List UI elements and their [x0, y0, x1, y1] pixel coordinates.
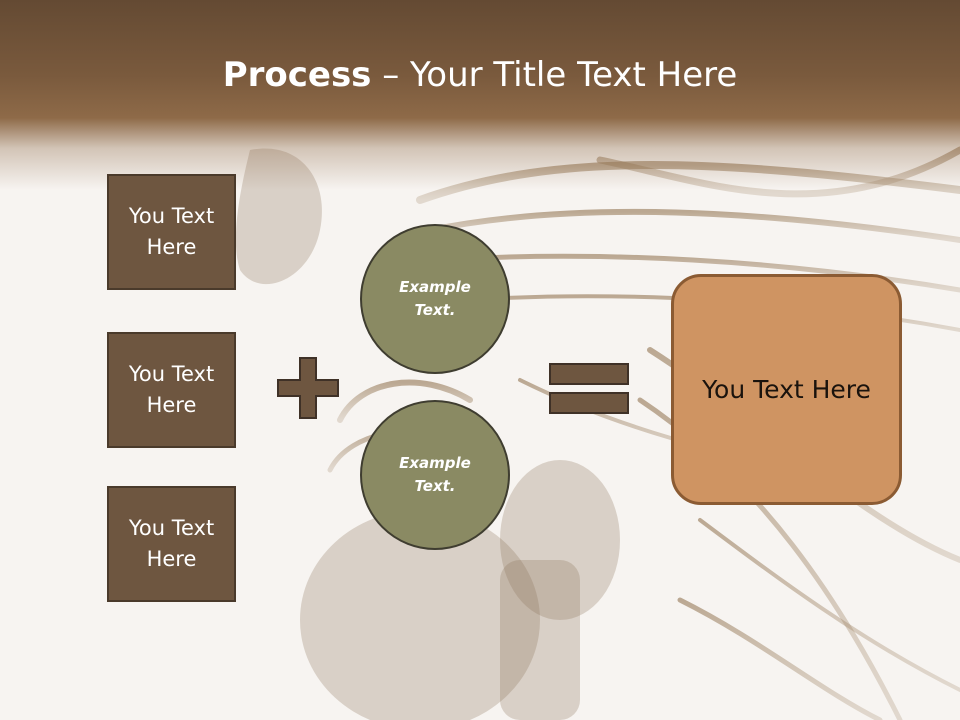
example-circle-2[interactable]: Example Text.: [360, 400, 510, 550]
title-rest: – Your Title Text Here: [371, 55, 738, 95]
example-circle-1[interactable]: Example Text.: [360, 224, 510, 374]
circle-label: Example Text.: [399, 454, 471, 495]
step-box-label: You Text Here: [128, 204, 215, 259]
step-box-label: You Text Here: [128, 362, 215, 417]
result-label: You Text Here: [702, 374, 871, 404]
slide-title: Process – Your Title Text Here: [0, 52, 960, 98]
equals-icon: [549, 363, 629, 414]
step-box-1[interactable]: You Text Here: [107, 174, 236, 290]
step-box-label: You Text Here: [128, 516, 215, 571]
result-box[interactable]: You Text Here: [671, 274, 902, 505]
title-band: [0, 0, 960, 190]
title-bold: Process: [222, 55, 372, 95]
circle-label: Example Text.: [399, 278, 471, 319]
plus-icon: [277, 357, 339, 419]
step-box-2[interactable]: You Text Here: [107, 332, 236, 448]
step-box-3[interactable]: You Text Here: [107, 486, 236, 602]
